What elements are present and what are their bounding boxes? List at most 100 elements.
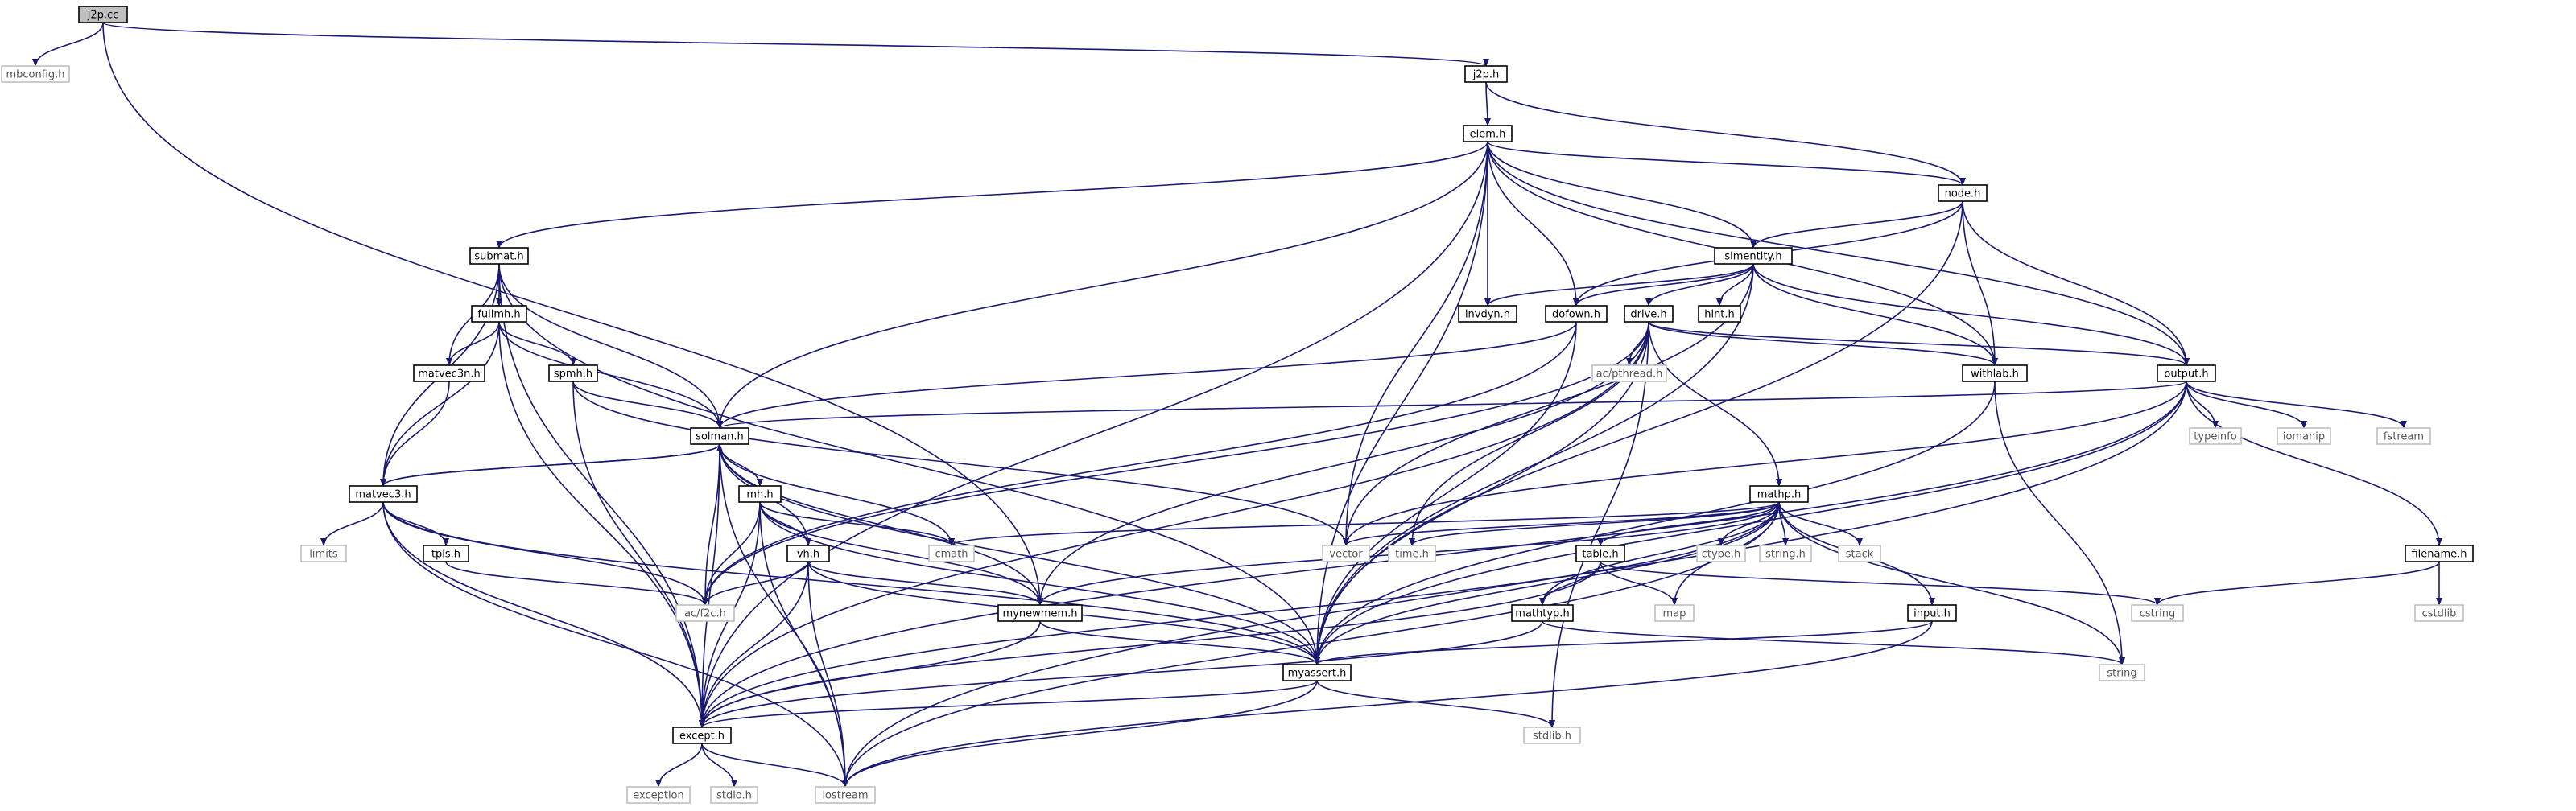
node-box [2376, 427, 2431, 445]
edge-output_h-to-vector [1343, 381, 2187, 546]
node-limits: limits [300, 545, 347, 562]
edge-j2p_h-to-elem_h [1484, 81, 1491, 126]
node-label: stdlib.h [1533, 731, 1571, 743]
node-box [1907, 604, 1957, 622]
node-fullmh-h[interactable]: fullmh.h [471, 305, 527, 323]
node-label: spmh.h [554, 368, 592, 381]
node-tpls-h[interactable]: tpls.h [423, 545, 469, 562]
node-box [2189, 427, 2242, 445]
edge-elem_h-to-solman_h [716, 141, 1488, 429]
node-output-h[interactable]: output.h [2157, 364, 2216, 382]
edge-mathp_h-to-vector [1343, 501, 1780, 546]
node-matvec3-h[interactable]: matvec3.h [349, 485, 418, 503]
node-label: filename.h [2411, 549, 2467, 561]
edge-vh_h-to-iostream [807, 561, 848, 788]
node-label: vector [1329, 549, 1363, 561]
node-mathp-h[interactable]: mathp.h [1749, 485, 1809, 503]
edge-mh_h-to-cmath [759, 501, 955, 546]
node-label: tpls.h [431, 549, 460, 561]
node-withlab-h[interactable]: withlab.h [1962, 364, 2028, 382]
node-box [1962, 364, 2028, 382]
node-hint-h[interactable]: hint.h [1698, 305, 1741, 323]
edge-simentity_h-to-output_h [1752, 263, 2190, 366]
node-box [1591, 364, 1667, 382]
edge-myassert_h-to-iostream [842, 680, 1318, 788]
node-solman-h[interactable]: solman.h [690, 427, 749, 445]
node-box [928, 545, 975, 562]
node-matvec3n-h[interactable]: matvec3n.h [413, 364, 485, 382]
node-label: stack [1846, 549, 1874, 561]
node-box [2277, 427, 2331, 445]
node-exception: exception [626, 786, 691, 804]
edge-mathp_h-to-time_h [1409, 501, 1780, 546]
node-f2c-h: ac/f2c.h [675, 604, 735, 622]
node-input-h[interactable]: input.h [1907, 604, 1957, 622]
edge-dofown_h-to-f2c_h [702, 321, 1577, 606]
node-simentity-h[interactable]: simentity.h [1714, 247, 1793, 265]
node-box [1282, 664, 1352, 681]
edge-withlab_h-to-myassert_h [1314, 381, 1996, 665]
node-label: string.h [1765, 549, 1806, 561]
node-j2p-cc[interactable]: j2p.cc [78, 6, 128, 23]
node-label: cstring [2140, 608, 2175, 620]
node-label: output.h [2164, 368, 2208, 381]
node-mathtyp-h[interactable]: mathtyp.h [1511, 604, 1574, 622]
edge-matvec3_h-to-tpls_h [382, 501, 449, 546]
node-elem-h[interactable]: elem.h [1463, 125, 1513, 142]
edge-mathp_h-to-iostream [842, 501, 1780, 788]
node-ctype-h: ctype.h [1696, 545, 1746, 562]
node-mynewmem-h[interactable]: mynewmem.h [997, 604, 1083, 622]
node-label: matvec3n.h [418, 368, 480, 381]
edge-mathtyp_h-to-string [1542, 620, 2125, 665]
edge-elem_h-to-simentity_h [1487, 141, 1757, 249]
node-label: fullmh.h [477, 309, 520, 321]
node-dofown-h[interactable]: dofown.h [1545, 305, 1608, 323]
node-label: invdyn.h [1465, 309, 1510, 321]
edge-except_h-to-iostream [701, 743, 848, 788]
node-box [300, 545, 347, 562]
node-cstring: cstring [2131, 604, 2184, 622]
node-mh-h[interactable]: mh.h [738, 485, 782, 503]
edge-mh_h-to-iostream [759, 501, 848, 788]
node-box [710, 786, 758, 804]
node-myassert-h[interactable]: myassert.h [1282, 664, 1352, 681]
edge-fullmh_h-to-solman_h [498, 321, 723, 429]
node-table-h[interactable]: table.h [1575, 545, 1625, 562]
node-label: elem.h [1470, 129, 1506, 141]
node-label: map [1663, 608, 1686, 620]
edge-simentity_h-to-withlab_h [1752, 263, 1998, 366]
edge-except_h-to-exception [655, 743, 703, 788]
edge-drive_h-to-output_h [1648, 321, 2190, 366]
node-box [413, 364, 485, 382]
node-except-h[interactable]: except.h [672, 727, 732, 744]
node-box [1696, 545, 1746, 562]
edge-table_h-to-cstring [1600, 561, 2161, 606]
node-box [1698, 305, 1741, 323]
node-box [1322, 545, 1370, 562]
edge-output_h-to-iomanip [2186, 381, 2307, 429]
edge-drive_h-to-mathp_h [1648, 321, 1782, 487]
edge-solman_h-to-mynewmem_h [719, 443, 1043, 606]
node-box [1, 65, 70, 83]
node-submat-h[interactable]: submat.h [469, 247, 529, 265]
node-vh-h[interactable]: vh.h [786, 545, 830, 562]
edge-node_h-to-simentity_h [1750, 200, 1963, 249]
edge-elem_h-to-output_h [1487, 141, 2190, 366]
node-filename-h[interactable]: filename.h [2405, 545, 2474, 562]
edge-matvec3_h-to-iostream [382, 501, 848, 788]
node-label: myassert.h [1288, 668, 1347, 680]
node-fstream: fstream [2376, 427, 2431, 445]
edge-mathp_h-to-mathtyp_h [1539, 501, 1780, 606]
node-mbconfig-h: mbconfig.h [1, 65, 70, 83]
edge-elem_h-to-myassert_h [1314, 141, 1488, 665]
edge-elem_h-to-dofown_h [1487, 141, 1579, 307]
edge-simentity_h-to-invdyn_h [1484, 263, 1754, 307]
node-j2p-h[interactable]: j2p.h [1464, 65, 1508, 83]
node-node-h[interactable]: node.h [1938, 184, 1988, 202]
node-invdyn-h[interactable]: invdyn.h [1458, 305, 1517, 323]
node-box [1545, 305, 1608, 323]
edge-drive_h-to-myassert_h [1314, 321, 1649, 665]
node-spmh-h[interactable]: spmh.h [548, 364, 598, 382]
node-label: node.h [1945, 188, 1981, 200]
node-drive-h[interactable]: drive.h [1624, 305, 1674, 323]
